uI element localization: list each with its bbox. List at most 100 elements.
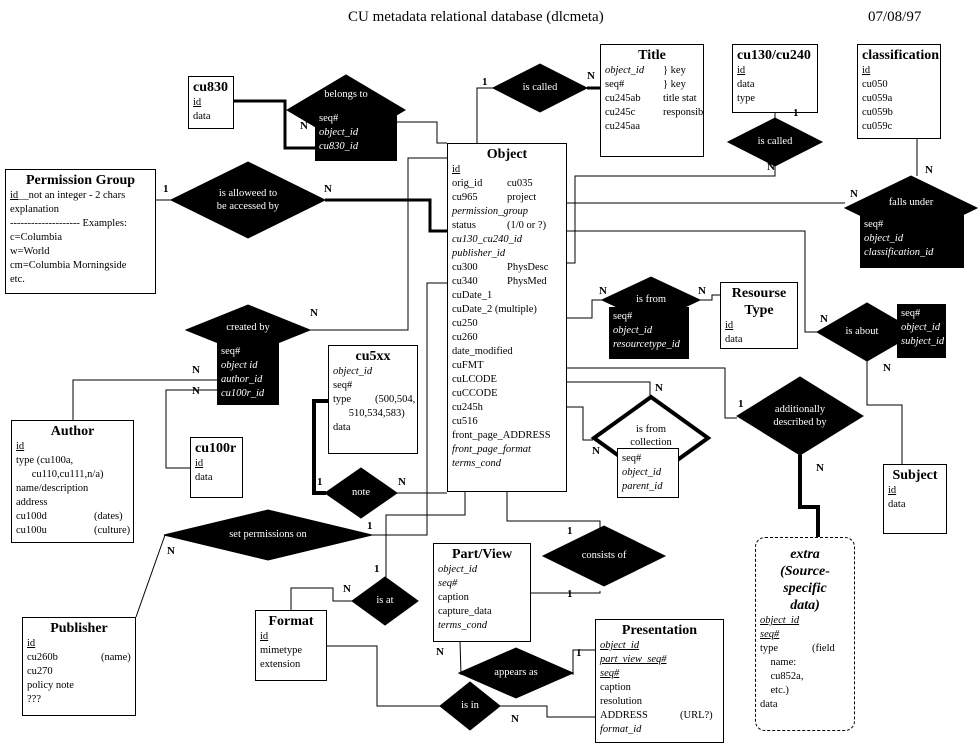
- field-name: part_view_seq#: [600, 654, 667, 665]
- field-note: (URL?): [680, 710, 713, 721]
- entity-title: classification: [862, 48, 939, 63]
- cardinality-label: N: [820, 313, 828, 325]
- field: cu050: [862, 78, 936, 92]
- field-note: (culture): [94, 525, 131, 536]
- field-name: id: [888, 485, 897, 496]
- field-name: c=Columbia: [10, 232, 62, 243]
- field: w=World: [10, 245, 151, 259]
- connector-line: [135, 534, 166, 618]
- diagram-title: CU metadata relational database (dlcmeta…: [348, 9, 604, 25]
- field-note: (name): [101, 652, 131, 663]
- field-note: (500,504,: [375, 394, 416, 405]
- field-name: 510,534,583): [333, 408, 405, 419]
- field-name: cu059a: [862, 93, 893, 104]
- relationship-label: additionally described by: [773, 404, 827, 428]
- connector-line: [72, 379, 217, 420]
- entity-title: Part/View: [451, 547, 513, 562]
- relationship-is-at-diamond: [351, 576, 419, 626]
- connector-line: [476, 87, 493, 143]
- relationship-set-permissions-diamond: [163, 509, 373, 561]
- attribute: resourcetype_id: [613, 339, 680, 350]
- field-name: cuCCODE: [452, 388, 498, 399]
- field-name: id: [862, 65, 871, 76]
- field-name: data: [725, 334, 743, 345]
- relationship-label: is at: [376, 595, 394, 606]
- field: data: [333, 421, 413, 435]
- field-name: data: [888, 499, 906, 510]
- field-name: explanation: [10, 204, 59, 215]
- field: part_view_seq#: [600, 653, 719, 667]
- field-name: etc.): [760, 685, 789, 696]
- field: id: [737, 64, 813, 78]
- relationship-consists-of-diamond: [541, 525, 667, 587]
- entity-title: Permission Group: [25, 173, 136, 188]
- field-name: status: [452, 220, 476, 231]
- connector-line: [506, 491, 601, 531]
- field: cu516: [452, 415, 562, 429]
- field-name: name/description: [16, 483, 89, 494]
- field-name: data: [193, 111, 211, 122]
- field: seq#: [760, 628, 850, 642]
- field-name: data: [737, 79, 755, 90]
- field-name: cu245h: [452, 402, 483, 413]
- field: cu130_cu240_id: [452, 233, 562, 247]
- field: cu059a: [862, 92, 936, 106]
- cardinality-label: 1: [317, 476, 323, 488]
- connector-line: [325, 198, 447, 233]
- field-note: responsib: [663, 107, 704, 118]
- connector-line: [566, 381, 651, 396]
- field: address: [16, 496, 129, 510]
- field: seq#: [600, 667, 719, 681]
- field-name: object_id: [605, 65, 645, 76]
- connector-line: [566, 406, 593, 441]
- cardinality-label: N: [698, 285, 706, 297]
- field: cu059c: [862, 120, 936, 134]
- field-name: address: [16, 497, 48, 508]
- field: cu110,cu111,n/a): [16, 468, 129, 482]
- field-name: permission_group: [452, 206, 529, 217]
- field-name: object_id: [438, 564, 478, 575]
- cardinality-label: 1: [567, 525, 573, 537]
- field-name: front_page_ADDRESS: [452, 430, 551, 441]
- field-name: cu100d: [16, 511, 47, 522]
- cardinality-label: N: [343, 583, 351, 595]
- attribute: object_id: [319, 127, 359, 138]
- diagram-date: 07/08/97: [868, 9, 922, 25]
- field: type(500,504,: [333, 393, 416, 407]
- field: etc.: [10, 273, 151, 287]
- attribute: seq#: [613, 311, 633, 322]
- connector-line: [700, 294, 720, 301]
- field-name: object_id: [600, 640, 640, 651]
- entity-title: Format: [268, 614, 314, 629]
- relationship-label: set permissions on: [229, 529, 307, 540]
- field-name: id: [195, 458, 204, 469]
- connector-line: [233, 99, 315, 150]
- attribute: seq#: [319, 113, 339, 124]
- cardinality-label: N: [925, 164, 933, 176]
- connector-line: [531, 591, 601, 594]
- cardinality-label: N: [850, 188, 858, 200]
- field: ???: [27, 693, 131, 707]
- cardinality-label: 1: [567, 588, 573, 600]
- field-name: cm=Columbia Morningside: [10, 260, 127, 271]
- entity-title: cu830: [193, 80, 228, 95]
- field: explanation: [10, 203, 151, 217]
- field: policy note: [27, 679, 131, 693]
- field-name: mimetype: [260, 645, 302, 656]
- field-name: type (cu100a,: [16, 455, 74, 466]
- field: status(1/0 or ?): [452, 219, 562, 233]
- field-name: seq#: [760, 629, 780, 640]
- field: caption: [600, 681, 719, 695]
- field: cu100d(dates): [16, 510, 129, 524]
- field: front_page_ADDRESS: [452, 429, 562, 443]
- field: id: [195, 457, 238, 471]
